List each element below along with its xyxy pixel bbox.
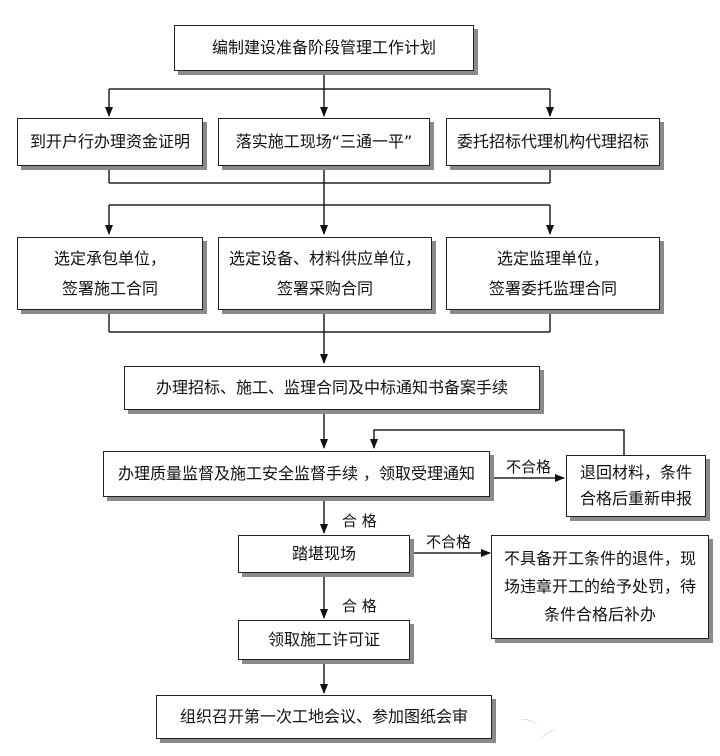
supplier-line2: 签署采购合同 [276,278,373,298]
survey-box: 踏堪现场 [238,535,410,573]
filing-box: 办理招标、施工、监理合同及中标通知书备案手续 [124,366,540,410]
fail-label-2: 不合格 [426,533,472,551]
supervisor-line2: 签署委托监理合同 [488,278,617,298]
bid-agency-box: 委托招标代理机构代理招标 [446,118,660,166]
supervisor-line1: 选定监理单位， [496,248,609,268]
contractor-box: 选定承包单位， 签署施工合同 [17,237,203,310]
return-line1: 退回材料，条件 [579,463,692,482]
survey-text: 踏堪现场 [291,544,356,563]
meeting-box: 组织召开第一次工地会议、参加图纸会审 [156,695,492,739]
meeting-text: 组织召开第一次工地会议、参加图纸会审 [179,707,468,726]
supplier-line1: 选定设备、材料供应单位， [228,248,421,268]
contractor-line1: 选定承包单位， [53,248,166,268]
plan-box: 编制建设准备阶段管理工作计划 [174,25,474,71]
penalty-box: 不具备开工条件的退件，现 场违章开工的给予处罚，待 条件合格后补办 [491,535,709,639]
plan-text: 编制建设准备阶段管理工作计划 [211,38,436,57]
return-line2: 合格后重新申报 [579,489,692,508]
permit-text: 领取施工许可证 [267,630,380,649]
penalty-line3: 条件合格后补办 [543,605,656,624]
pass-label-1: 合 格 [342,512,377,530]
filing-text: 办理招标、施工、监理合同及中标通知书备案手续 [155,378,508,397]
supplier-box: 选定设备、材料供应单位， 签署采购合同 [218,237,432,310]
return-box: 退回材料，条件 合格后重新申报 [566,455,706,517]
penalty-line2: 场违章开工的给予处罚，待 [503,577,696,596]
permit-box: 领取施工许可证 [238,620,410,660]
fund-proof-box: 到开户行办理资金证明 [17,118,203,166]
pass-label-2: 合 格 [342,597,377,615]
supervision-box: 办理质量监督及施工安全监督手续 ，领取受理通知 [103,451,490,497]
supervision-text: 办理质量监督及施工安全监督手续 ，领取受理通知 [117,464,476,483]
contractor-line2: 签署施工合同 [61,278,158,298]
supervisor-box: 选定监理单位， 签署委托监理合同 [446,237,660,310]
penalty-line1: 不具备开工条件的退件，现 [503,549,696,568]
site-prep-box: 落实施工现场“三通一平” [218,118,430,166]
fail-label-1: 不合格 [506,458,552,476]
bid-agency-text: 委托招标代理机构代理招标 [456,132,649,151]
fund-proof-text: 到开户行办理资金证明 [29,132,190,151]
site-prep-text: 落实施工现场“三通一平” [235,132,413,151]
